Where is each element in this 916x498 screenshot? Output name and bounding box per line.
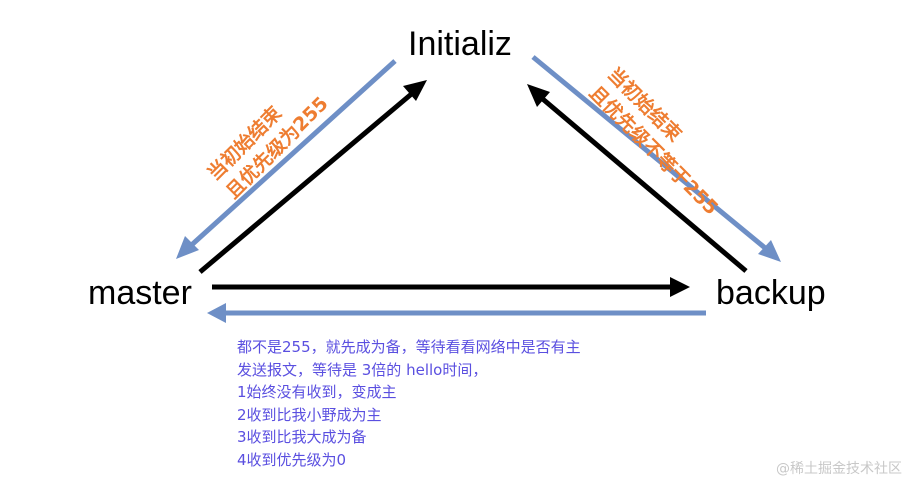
election-note-line: 4收到优先级为0 [237,450,347,469]
arrow-backup-to-initializ [536,93,748,273]
arrow-master-to-initializ-head [403,80,427,101]
election-note: 都不是255，就先成为备，等待看看网络中是否有主 发送报文，等待是 3倍的 he… [237,336,581,471]
node-master: master [88,274,192,312]
arrow-initializ-to-backup-head [758,240,781,262]
arrow-master-to-initializ [198,89,417,274]
election-note-line: 2收到比我小野成为主 [237,405,382,424]
election-note-line: 1始终没有收到，变成主 [237,383,397,401]
arrow-initializ-to-backup [531,55,772,254]
arrow-backup-to-initializ-head [527,84,550,107]
node-backup: backup [716,274,826,312]
watermark: @稀土掘金技术社区 [776,461,902,477]
arrow-master-to-backup-head [670,277,690,297]
arrow-initializ-to-master-head [176,236,199,259]
arrow-initializ-to-master [184,59,397,252]
arrow-backup-to-master-head [207,303,226,323]
election-note-line: 3收到比我大成为备 [237,428,367,446]
election-note-line: 都不是255，就先成为备，等待看看网络中是否有主 [237,338,581,356]
election-note-line: 发送报文，等待是 3倍的 hello时间， [237,360,488,379]
node-initializ: Initializ [408,25,512,63]
